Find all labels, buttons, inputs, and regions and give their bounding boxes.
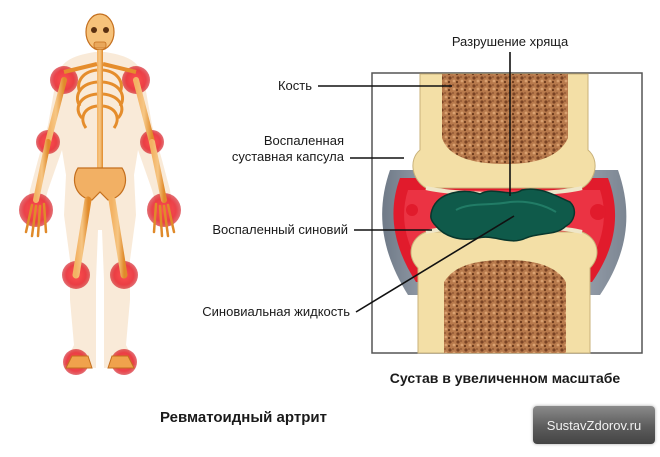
label-synovial-fluid: Синовиальная жидкость (202, 304, 350, 319)
watermark-badge: SustavZdorov.ru (533, 406, 655, 444)
label-inflamed-capsule: Воспаленная суставная капсула (160, 133, 344, 165)
label-cartilage-destruction: Разрушение хряща (451, 34, 569, 49)
label-bone: Кость (277, 78, 312, 93)
caption-joint-zoom: Сустав в увеличенном масштабе (389, 370, 621, 386)
upper-bone-marrow (442, 74, 568, 164)
diagram-title: Ревматоидный артрит (160, 409, 327, 426)
label-inflamed-synovium: Воспаленный синовий (212, 222, 348, 237)
skeleton-illustration (19, 13, 181, 375)
synovial-fluid-cavity (430, 188, 576, 242)
lower-bone-marrow (444, 260, 566, 353)
label-inflamed-capsule-line2: суставная капсула (231, 149, 344, 164)
leader-synovial-fluid (355, 215, 515, 313)
watermark-text: SustavZdorov.ru (546, 417, 642, 433)
label-inflamed-capsule-line1: Воспаленная (263, 133, 344, 148)
